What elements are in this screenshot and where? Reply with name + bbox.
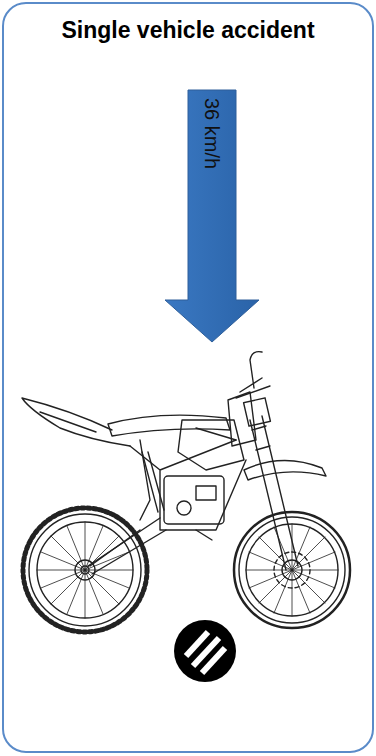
speed-label: 36 km/h <box>200 98 224 169</box>
card-title: Single vehicle accident <box>24 16 352 45</box>
speed-arrow: 36 km/h <box>165 90 259 342</box>
slippery-symbol <box>174 620 236 682</box>
arrow-body <box>165 90 259 342</box>
